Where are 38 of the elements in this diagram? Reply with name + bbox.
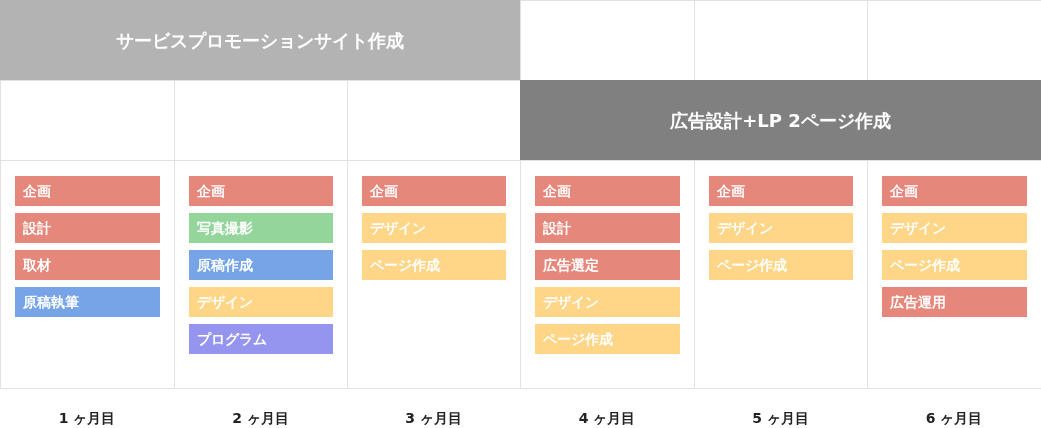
month-column — [867, 160, 1041, 389]
task-bar: ページ作成 — [535, 324, 680, 354]
task-bar: 取材 — [15, 250, 160, 280]
task-bar: ページ作成 — [362, 250, 506, 280]
task-bar: デザイン — [535, 287, 680, 317]
task-bar: 設計 — [15, 213, 160, 243]
task-bar: 広告運用 — [882, 287, 1027, 317]
task-bar: プログラム — [189, 324, 333, 354]
task-bar: 企画 — [709, 176, 853, 206]
phase-band — [0, 0, 520, 80]
month-column — [694, 160, 868, 389]
phase-band — [520, 80, 1041, 160]
task-bar: 企画 — [15, 176, 160, 206]
phase-title: 広告設計+LP 2ページ作成 — [670, 108, 891, 133]
task-bar: 原稿執筆 — [15, 287, 160, 317]
task-bar: 企画 — [189, 176, 333, 206]
task-bar: 原稿作成 — [189, 250, 333, 280]
month-label: 5 ヶ月目 — [751, 409, 810, 428]
task-bar: 広告選定 — [535, 250, 680, 280]
task-bar: ページ作成 — [709, 250, 853, 280]
phase-title: サービスプロモーションサイト作成 — [116, 28, 404, 53]
month-label: 6 ヶ月目 — [924, 409, 984, 428]
task-bar: デザイン — [709, 213, 853, 243]
task-bar: デザイン — [362, 213, 506, 243]
month-label: 4 ヶ月目 — [577, 409, 637, 428]
task-bar: 設計 — [535, 213, 680, 243]
month-label: 2 ヶ月目 — [231, 409, 290, 428]
task-bar: デザイン — [189, 287, 333, 317]
month-label: 3 ヶ月目 — [404, 409, 463, 428]
month-column — [520, 160, 695, 389]
month-column — [0, 160, 175, 389]
task-bar: 写真撮影 — [189, 213, 333, 243]
task-bar: ページ作成 — [882, 250, 1027, 280]
task-bar: 企画 — [882, 176, 1027, 206]
month-label: 1 ヶ月目 — [57, 409, 117, 428]
task-bar: 企画 — [362, 176, 506, 206]
task-bar: デザイン — [882, 213, 1027, 243]
task-bar: 企画 — [535, 176, 680, 206]
